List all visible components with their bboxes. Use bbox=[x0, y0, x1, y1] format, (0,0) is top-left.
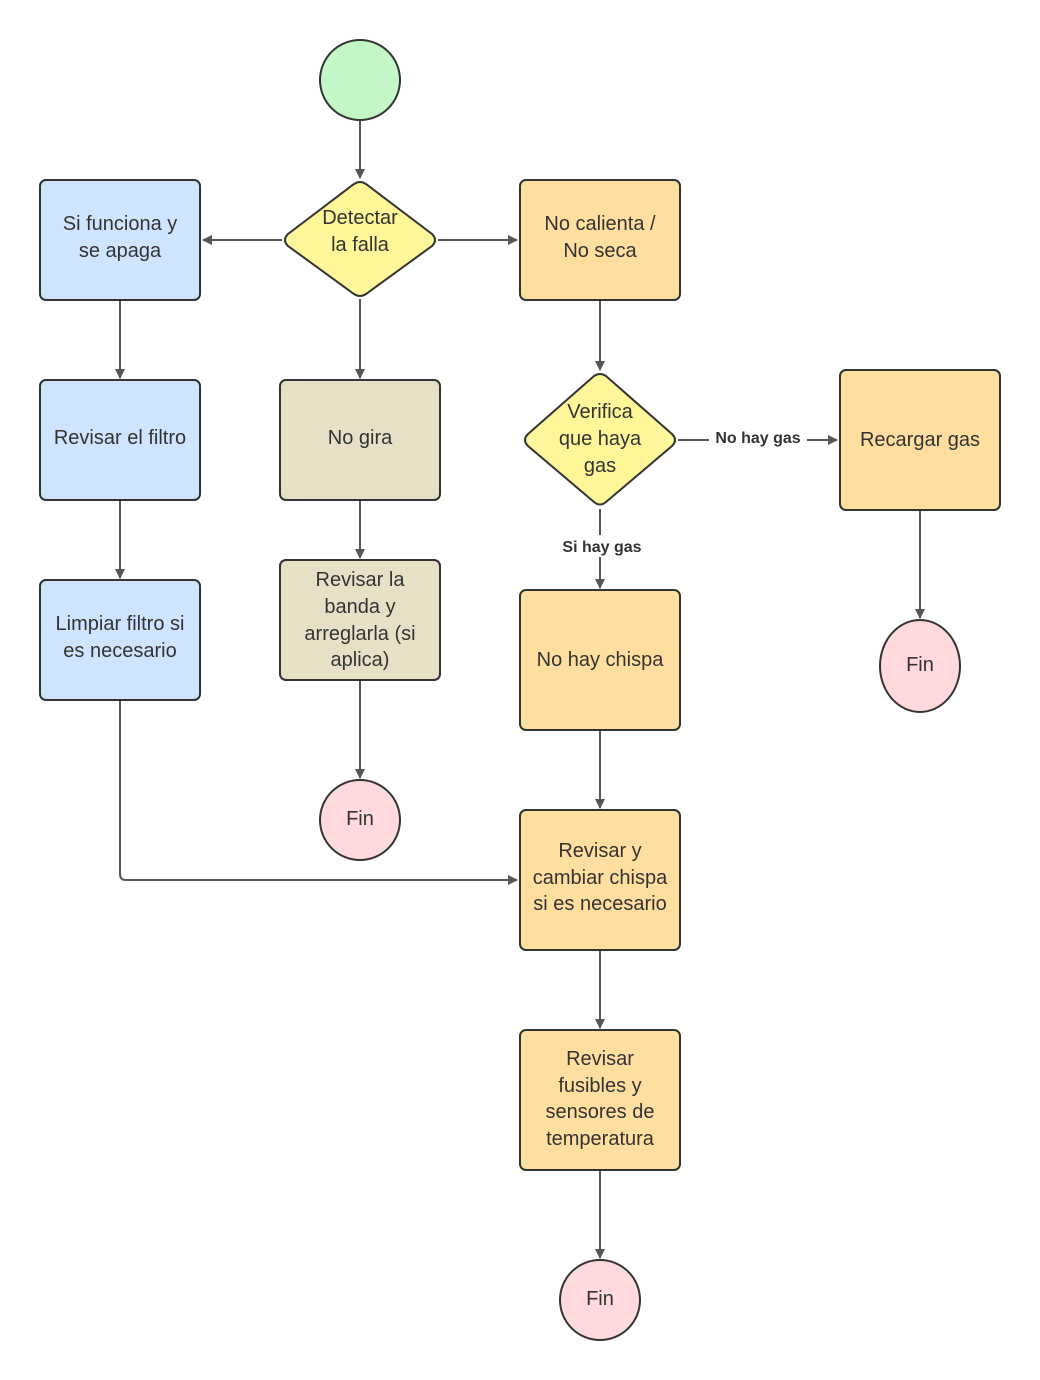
end-node-gas-circle bbox=[879, 619, 961, 713]
node-revisar-banda-line-4: aplica) bbox=[331, 649, 390, 671]
node-si-funciona-line-1: Si funciona y bbox=[63, 213, 178, 235]
node-revisar-banda: Revisar la banda y arreglarla (si aplica… bbox=[279, 559, 441, 681]
decision-detectar-line-1: Detectar bbox=[322, 207, 398, 229]
node-limpiar-filtro-line-2: es necesario bbox=[63, 640, 176, 662]
decision-detectar-falla: Detectar la falla bbox=[284, 181, 436, 297]
start-node bbox=[319, 39, 401, 121]
node-revisar-filtro-box bbox=[39, 379, 201, 501]
node-limpiar-filtro-box bbox=[39, 579, 201, 701]
end-node-final-label: Fin bbox=[586, 1288, 614, 1310]
node-no-hay-chispa-line-1: No hay chispa bbox=[537, 649, 665, 671]
end-node-gas: Fin bbox=[879, 619, 961, 713]
node-revisar-fusibles-line-3: sensores de bbox=[546, 1101, 655, 1123]
node-revisar-chispa-line-2: cambiar chispa bbox=[533, 867, 668, 889]
node-revisar-chispa-line-1: Revisar y bbox=[558, 840, 641, 862]
node-no-gira-box bbox=[279, 379, 441, 501]
node-recargar-gas-box bbox=[839, 369, 1001, 511]
edge-label-si-hay-gas: Si hay gas bbox=[562, 539, 641, 556]
node-revisar-fusibles-line-1: Revisar bbox=[566, 1048, 634, 1070]
end-node-final-circle bbox=[559, 1259, 641, 1341]
node-revisar-banda-line-2: banda y bbox=[324, 596, 395, 618]
node-no-gira-line-1: No gira bbox=[328, 427, 393, 449]
node-revisar-chispa: Revisar y cambiar chispa si es necesario bbox=[519, 809, 681, 951]
node-revisar-banda-line-3: arreglarla (si bbox=[304, 623, 415, 645]
node-limpiar-filtro: Limpiar filtro si es necesario bbox=[39, 579, 201, 701]
decision-verifica-gas-line-3: gas bbox=[584, 455, 616, 477]
node-revisar-filtro-line-1: Revisar el filtro bbox=[54, 427, 186, 449]
node-no-calienta-line-1: No calienta / bbox=[544, 213, 656, 235]
edge-label-bg-no-hay-gas bbox=[709, 427, 807, 449]
decision-verifica-gas-line-2: que haya bbox=[559, 428, 642, 450]
node-revisar-fusibles-line-2: fusibles y bbox=[558, 1075, 641, 1097]
edge-limpiar-filtro-to-revisar-chispa bbox=[119, 700, 518, 885]
decision-detectar-shape bbox=[284, 181, 436, 297]
node-recargar-gas-line-1: Recargar gas bbox=[860, 429, 980, 451]
node-revisar-filtro: Revisar el filtro bbox=[39, 379, 201, 501]
node-no-hay-chispa: No hay chispa bbox=[519, 589, 681, 731]
node-revisar-chispa-line-3: si es necesario bbox=[533, 893, 666, 915]
decision-verifica-gas-shape bbox=[524, 373, 676, 506]
end-node-banda: Fin bbox=[319, 779, 401, 861]
node-revisar-chispa-box bbox=[519, 809, 681, 951]
node-si-funciona: Si funciona y se apaga bbox=[39, 179, 201, 301]
edge-label-bg-si-hay-gas bbox=[554, 535, 650, 557]
end-node-banda-label: Fin bbox=[346, 808, 374, 830]
node-no-calienta: No calienta / No seca bbox=[519, 179, 681, 301]
node-limpiar-filtro-line-1: Limpiar filtro si bbox=[56, 613, 185, 635]
node-revisar-fusibles-line-4: temperatura bbox=[546, 1128, 655, 1150]
edges bbox=[115, 121, 925, 1259]
edge-label-no-hay-gas: No hay gas bbox=[715, 430, 800, 447]
node-revisar-fusibles: Revisar fusibles y sensores de temperatu… bbox=[519, 1029, 681, 1171]
node-no-hay-chispa-box bbox=[519, 589, 681, 731]
decision-verifica-gas-line-1: Verifica bbox=[567, 401, 633, 423]
end-node-banda-circle bbox=[319, 779, 401, 861]
decision-detectar-line-2: la falla bbox=[331, 234, 390, 256]
end-node-final: Fin bbox=[559, 1259, 641, 1341]
node-si-funciona-line-2: se apaga bbox=[79, 240, 162, 262]
node-recargar-gas: Recargar gas bbox=[839, 369, 1001, 511]
node-si-funciona-box bbox=[39, 179, 201, 301]
node-no-calienta-line-2: No seca bbox=[563, 240, 637, 262]
node-revisar-banda-box bbox=[279, 559, 441, 681]
end-node-gas-label: Fin bbox=[906, 654, 934, 676]
node-revisar-fusibles-box bbox=[519, 1029, 681, 1171]
node-no-gira: No gira bbox=[279, 379, 441, 501]
node-no-calienta-box bbox=[519, 179, 681, 301]
decision-verifica-gas: Verifica que haya gas bbox=[524, 373, 676, 506]
node-revisar-banda-line-1: Revisar la bbox=[316, 569, 406, 591]
